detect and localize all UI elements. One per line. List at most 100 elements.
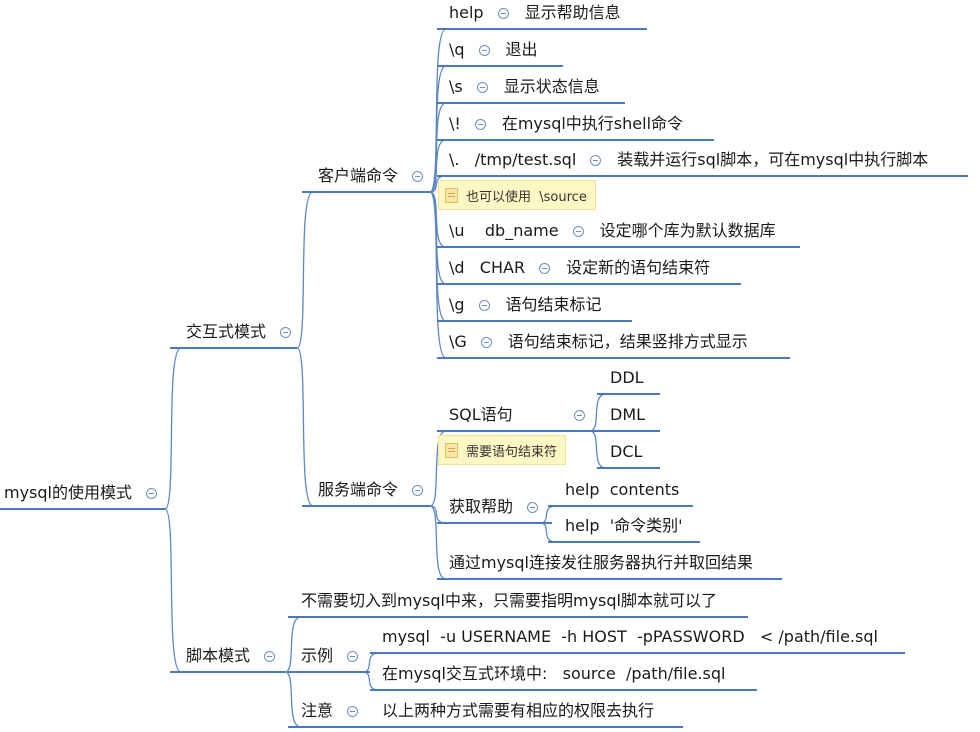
collapse-icon[interactable]	[478, 44, 490, 56]
cmd-go-node[interactable]: \g 语句结束标记	[449, 295, 602, 315]
collapse-icon[interactable]	[572, 225, 584, 237]
note-text: 需要语句结束符	[466, 444, 558, 460]
cmd-desc: 语句结束标记	[505, 295, 602, 314]
get-help-node[interactable]: 获取帮助	[449, 497, 539, 517]
collapse-icon[interactable]	[412, 484, 424, 496]
example-source-node[interactable]: 在mysql交互式环境中: source /path/file.sql	[382, 664, 726, 684]
script-desc-label: 不需要切入到mysql中来，只需要指明mysql脚本就可以了	[301, 591, 717, 610]
help-category-label: help '命令类别'	[565, 516, 683, 535]
get-help-label: 获取帮助	[449, 497, 514, 516]
connect-exec-label: 通过mysql连接发往服务器执行并取回结果	[449, 553, 753, 572]
sql-dcl-node[interactable]: DCL	[610, 442, 642, 462]
example-source-label: 在mysql交互式环境中: source /path/file.sql	[382, 664, 726, 683]
connector-interactive-server	[296, 347, 314, 507]
collapse-icon[interactable]	[590, 154, 602, 166]
root-label: mysql的使用模式	[4, 483, 132, 502]
connector-root-script	[164, 508, 182, 673]
client-commands-label: 客户端命令	[318, 166, 399, 185]
root-node[interactable]: mysql的使用模式	[4, 483, 157, 503]
cmd-source-node[interactable]: \. /tmp/test.sql 装载并运行sql脚本，可在mysql中执行脚本	[449, 150, 928, 170]
connector-sql-child	[589, 430, 607, 469]
connector-root-interactive	[164, 347, 182, 510]
interactive-mode-label: 交互式模式	[186, 322, 267, 341]
cmd-quit-node[interactable]: \q 退出	[449, 40, 538, 60]
connector-interactive-client	[296, 191, 314, 349]
sql-dml-label: DML	[610, 405, 646, 424]
collapse-icon[interactable]	[280, 326, 292, 338]
connector-example-child	[362, 671, 380, 691]
example-node[interactable]: 示例	[301, 646, 359, 666]
note-label: 注意	[301, 701, 334, 720]
connector-script-desc	[284, 616, 302, 673]
note-text: 也可以使用 \source	[466, 189, 587, 205]
collapse-icon[interactable]	[474, 118, 486, 130]
note-node[interactable]: 注意	[301, 701, 359, 721]
connector-server-connect	[429, 505, 447, 580]
cmd-desc: 显示状态信息	[503, 77, 600, 96]
collapse-icon[interactable]	[539, 262, 551, 274]
cmd-text: \g	[449, 295, 465, 314]
sql-ddl-label: DDL	[610, 368, 644, 387]
script-desc-node[interactable]: 不需要切入到mysql中来，只需要指明mysql脚本就可以了	[301, 591, 717, 611]
sql-dml-node[interactable]: DML	[610, 405, 645, 425]
example-cmd-label: mysql -u USERNAME -h HOST -pPASSWORD < /…	[382, 627, 878, 646]
connector-script-note	[284, 671, 302, 728]
connect-exec-node[interactable]: 通过mysql连接发往服务器执行并取回结果	[449, 553, 753, 573]
connector-client-item	[429, 65, 447, 193]
collapse-icon[interactable]	[412, 170, 424, 182]
cmd-desc: 在mysql中执行shell命令	[501, 114, 684, 133]
server-commands-node[interactable]: 服务端命令	[318, 480, 424, 500]
script-mode-node[interactable]: 脚本模式	[186, 646, 276, 666]
collapse-icon[interactable]	[146, 487, 157, 499]
note-child-label: 以上两种方式需要有相应的权限去执行	[382, 701, 655, 720]
cmd-desc: 语句结束标记，结果竖排方式显示	[507, 332, 748, 351]
connector-help-child	[539, 522, 557, 543]
cmd-text: help	[449, 3, 484, 22]
cmd-text: \. /tmp/test.sql	[449, 150, 577, 169]
cmd-text: \u db_name	[449, 221, 559, 240]
sql-note[interactable]: 需要语句结束符	[438, 435, 567, 465]
cmd-text: \q	[449, 40, 465, 59]
example-label: 示例	[301, 646, 334, 665]
cmd-desc: 设定哪个库为默认数据库	[599, 221, 776, 240]
collapse-icon[interactable]	[478, 299, 490, 311]
collapse-icon[interactable]	[497, 7, 509, 19]
connector-client-item	[429, 191, 447, 359]
note-icon	[445, 187, 458, 203]
collapse-icon[interactable]	[347, 705, 359, 717]
cmd-desc: 退出	[505, 40, 538, 59]
connector-client-item	[429, 28, 447, 193]
cmd-status-node[interactable]: \s 显示状态信息	[449, 77, 600, 97]
cmd-desc: 设定新的语句结束符	[566, 258, 711, 277]
help-contents-node[interactable]: help contents	[565, 480, 679, 500]
script-mode-label: 脚本模式	[186, 646, 251, 665]
server-commands-label: 服务端命令	[318, 480, 399, 499]
sql-statement-node[interactable]: SQL语句	[449, 405, 585, 425]
source-note[interactable]: 也可以使用 \source	[438, 180, 596, 210]
collapse-icon[interactable]	[480, 336, 492, 348]
cmd-desc: 装载并运行sql脚本，可在mysql中执行脚本	[617, 150, 929, 169]
note-child-node[interactable]: 以上两种方式需要有相应的权限去执行	[382, 701, 654, 721]
cmd-text: \s	[449, 77, 463, 96]
collapse-icon[interactable]	[264, 650, 276, 662]
cmd-text: \d CHAR	[449, 258, 526, 277]
cmd-delimiter-node[interactable]: \d CHAR 设定新的语句结束符	[449, 258, 710, 278]
collapse-icon[interactable]	[573, 409, 585, 421]
sql-ddl-node[interactable]: DDL	[610, 368, 644, 388]
cmd-use-db-node[interactable]: \u db_name 设定哪个库为默认数据库	[449, 221, 776, 241]
cmd-shell-node[interactable]: \! 在mysql中执行shell命令	[449, 114, 683, 134]
collapse-icon[interactable]	[476, 81, 488, 93]
connector-example-child	[362, 652, 380, 673]
example-cmd-node[interactable]: mysql -u USERNAME -h HOST -pPASSWORD < /…	[382, 627, 878, 647]
collapse-icon[interactable]	[527, 501, 539, 513]
collapse-icon[interactable]	[347, 650, 359, 662]
help-category-node[interactable]: help '命令类别'	[565, 516, 683, 536]
cmd-text: \!	[449, 114, 461, 133]
client-commands-node[interactable]: 客户端命令	[318, 166, 424, 186]
sql-dcl-label: DCL	[610, 442, 643, 461]
interactive-mode-node[interactable]: 交互式模式	[186, 322, 292, 342]
note-icon	[445, 442, 458, 458]
